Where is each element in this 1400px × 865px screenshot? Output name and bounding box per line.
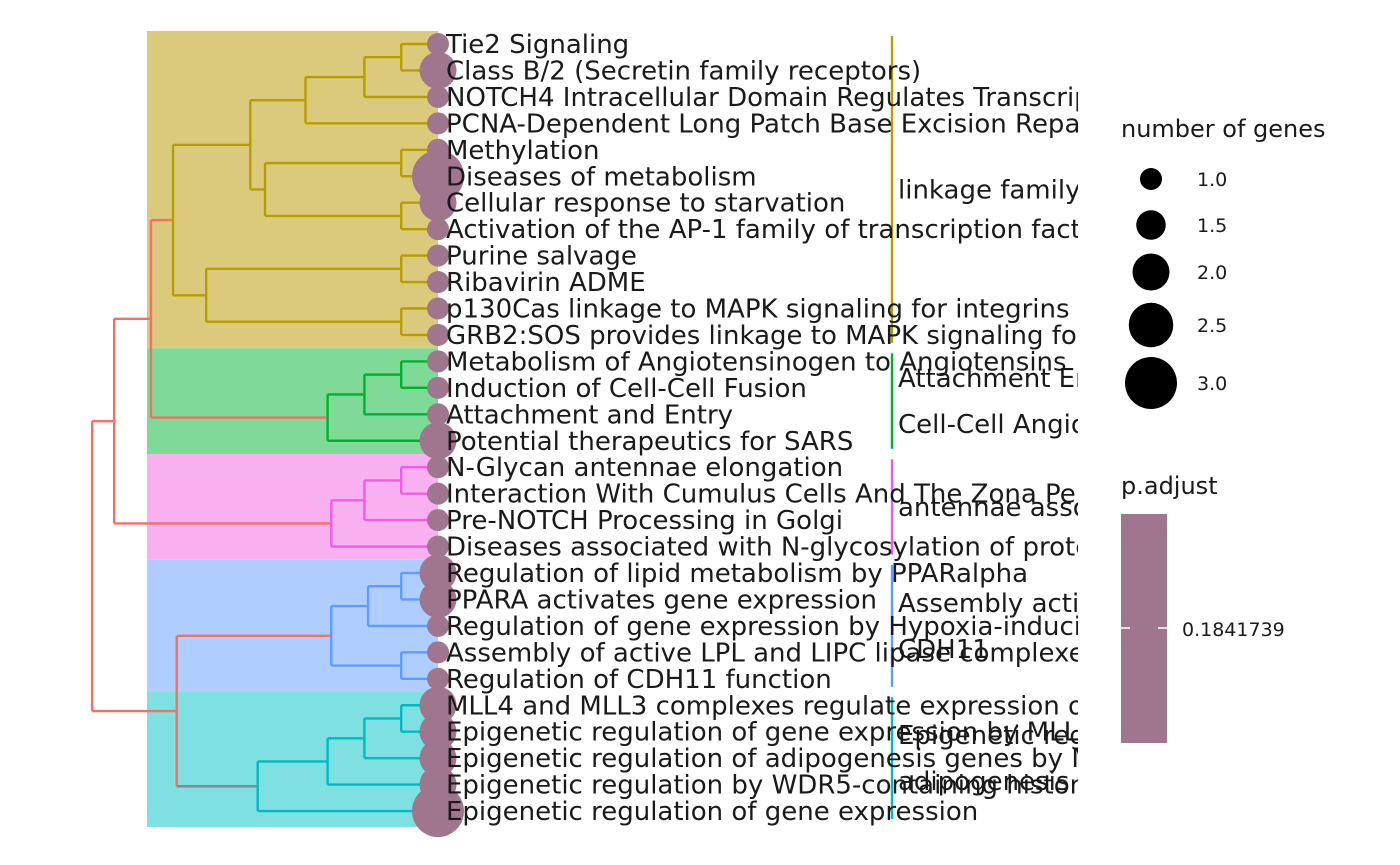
legend-size-label: 1.5 — [1197, 215, 1227, 237]
cluster-label: linkage family — [898, 175, 1080, 205]
term-point — [427, 218, 449, 241]
legend-size-label: 2.5 — [1197, 315, 1227, 337]
term-label: Induction of Cell-Cell Fusion — [446, 374, 807, 404]
term-point — [419, 713, 457, 751]
term-label: p130Cas linkage to MAPK signaling for in… — [446, 295, 1070, 325]
term-point — [419, 686, 457, 724]
term-label: Potential therapeutics for SARS — [446, 427, 853, 457]
term-point — [427, 482, 449, 505]
legend-size-label: 1.0 — [1197, 169, 1227, 191]
term-label: PCNA-Dependent Long Patch Base Excision … — [446, 109, 1099, 139]
cluster-band — [147, 453, 438, 560]
cluster-label: adipogenesis — [898, 767, 1069, 797]
legend-color-title: p.adjust — [1121, 472, 1218, 500]
legend-size-key — [1132, 253, 1170, 291]
term-point — [427, 667, 449, 690]
term-label: Interaction With Cumulus Cells And The Z… — [446, 480, 1161, 510]
dendrogram — [90, 42, 438, 813]
term-point — [419, 554, 457, 592]
term-point — [427, 403, 449, 426]
term-label: Diseases associated with N-glycosylation… — [446, 533, 1128, 563]
legend-size-label: 3.0 — [1197, 373, 1227, 395]
legend-size-key — [1125, 357, 1177, 409]
term-point — [427, 509, 449, 532]
legend-size-key — [1136, 210, 1166, 240]
term-points — [412, 33, 464, 838]
term-label: Epigenetic regulation of gene expression — [446, 797, 978, 827]
term-label: Attachment and Entry — [446, 400, 733, 430]
term-label: Class B/2 (Secretin family receptors) — [446, 56, 921, 86]
term-point — [427, 323, 449, 346]
term-point — [427, 350, 449, 373]
term-point — [427, 535, 449, 558]
term-point — [419, 422, 457, 460]
term-label: Assembly of active LPL and LIPC lipase c… — [446, 638, 1098, 668]
term-point — [412, 785, 464, 838]
term-point — [427, 376, 449, 399]
term-label: Activation of the AP-1 family of transcr… — [446, 215, 1121, 245]
term-point — [427, 297, 449, 320]
term-point — [427, 33, 449, 55]
cluster-band — [147, 348, 438, 454]
term-label: Pre-NOTCH Processing in Golgi — [446, 506, 843, 536]
term-point — [419, 51, 457, 89]
legend-p-adjust: p.adjust 0.1841739 — [1121, 472, 1285, 743]
term-label: Purine salvage — [446, 242, 637, 272]
term-label: Regulation of lipid metabolism by PPARal… — [446, 559, 1028, 589]
term-point — [419, 739, 457, 777]
term-label: Methylation — [446, 136, 599, 166]
term-point — [419, 580, 457, 618]
cluster-label: CDH11 — [898, 635, 989, 665]
legend-size-key — [1128, 302, 1174, 348]
term-label: Cellular response to starvation — [446, 189, 845, 219]
term-label: Ribavirin ADME — [446, 268, 646, 298]
term-label: N-Glycan antennae elongation — [446, 453, 843, 483]
term-point — [427, 456, 449, 479]
term-label: PPARA activates gene expression — [446, 585, 877, 615]
cluster-band — [147, 31, 438, 349]
legend-size-key — [1140, 168, 1162, 190]
term-label: Tie2 Signaling — [445, 30, 629, 60]
legend-size-title: number of genes — [1121, 115, 1326, 143]
legend-color-label: 0.1841739 — [1182, 619, 1285, 641]
legend-size-label: 2.0 — [1197, 262, 1227, 284]
term-label: Metabolism of Angiotensinogen to Angiote… — [446, 347, 1067, 377]
term-label: Regulation of CDH11 function — [446, 665, 832, 695]
term-point — [427, 271, 449, 294]
cluster-bands — [147, 31, 438, 827]
term-point — [427, 85, 449, 108]
cluster-band — [147, 692, 438, 827]
term-label: Diseases of metabolism — [446, 162, 757, 192]
term-point — [427, 112, 449, 135]
term-label: NOTCH4 Intracellular Domain Regulates Tr… — [446, 83, 1140, 113]
term-point — [419, 184, 457, 222]
term-point — [412, 150, 464, 203]
legend-number-of-genes: number of genes 1.0 1.5 2.0 2.5 3.0 — [1121, 115, 1326, 409]
term-point — [427, 244, 449, 267]
term-point — [427, 614, 449, 637]
term-point — [427, 641, 449, 664]
